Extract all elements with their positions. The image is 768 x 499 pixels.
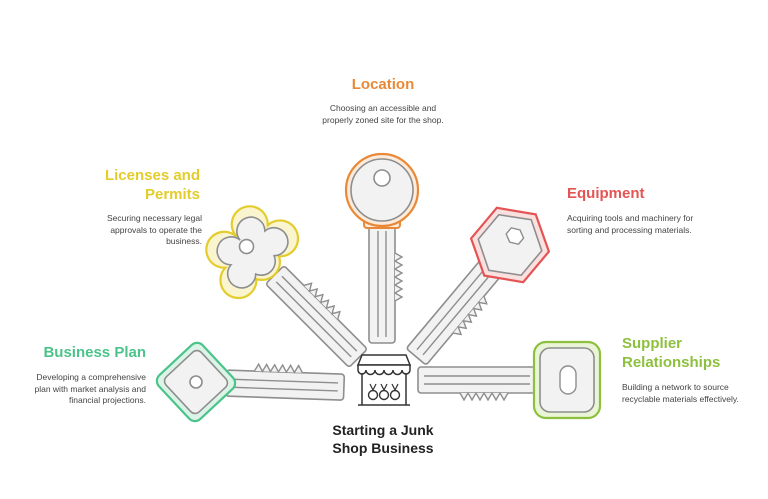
supplier-title: Supplier Relationships bbox=[622, 335, 721, 371]
location-key-icon bbox=[344, 152, 420, 344]
center-title: Starting a Junk Shop Business bbox=[332, 422, 434, 456]
business-plan-title: Business Plan bbox=[43, 344, 146, 361]
business-plan-key-icon bbox=[155, 341, 346, 423]
business-plan-description: Developing a comprehensive plan with mar… bbox=[34, 372, 146, 405]
licenses-title: Licenses and Permits bbox=[104, 167, 200, 203]
shop-icon bbox=[356, 354, 412, 406]
equipment-description: Acquiring tools and machinery for sortin… bbox=[567, 213, 694, 235]
equipment-title: Equipment bbox=[567, 185, 645, 202]
supplier-key-icon bbox=[417, 340, 602, 420]
supplier-description: Building a network to source recyclable … bbox=[622, 382, 739, 404]
licenses-description: Securing necessary legal approvals to op… bbox=[107, 213, 202, 246]
location-description: Choosing an accessible and properly zone… bbox=[322, 103, 444, 125]
equipment-key-icon bbox=[405, 206, 551, 371]
location-title: Location bbox=[351, 76, 415, 93]
licenses-key-icon bbox=[205, 205, 374, 369]
